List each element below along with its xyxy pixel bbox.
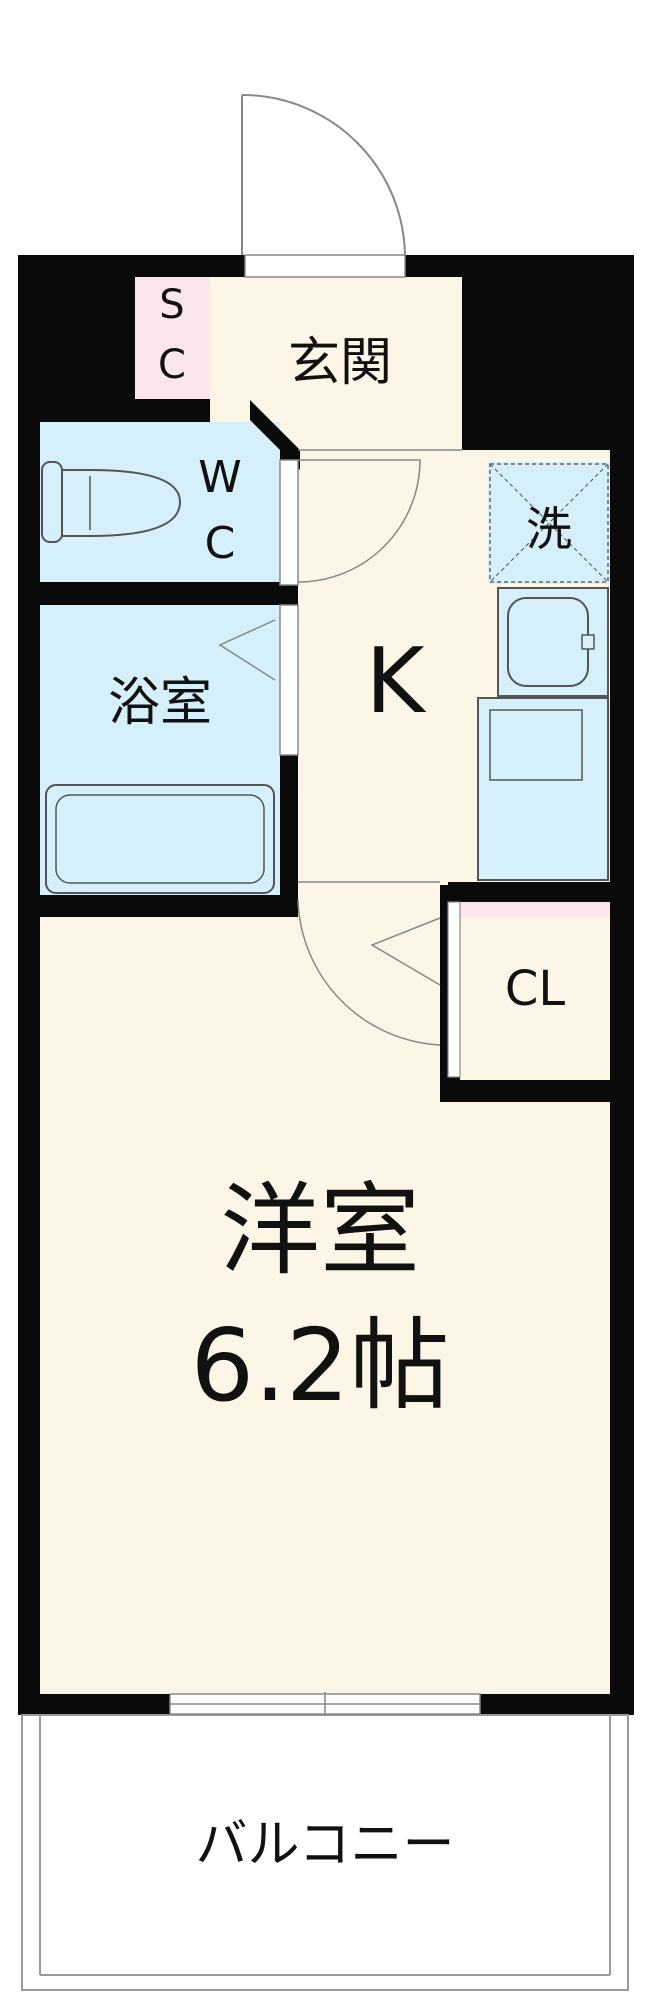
wc-corner-cut [250,400,300,470]
refrigerator-space [477,697,609,881]
bathtub-fixture [45,784,275,894]
room-sc [135,277,210,399]
kitchen-label: K [365,629,426,734]
entrance-opening [244,254,406,278]
balcony-window [169,1692,481,1716]
western-area: 6.2帖 [190,1307,449,1424]
western-label: 洋室 [220,1172,420,1289]
wc-label-top: W [198,452,242,503]
wc-label-bottom: C [205,518,236,569]
closet-label: CL [505,961,566,1017]
bath-door [218,604,299,756]
closet-bottom-wall [440,1080,634,1102]
wc-door [279,459,421,586]
bath-label: 浴室 [108,673,212,733]
room-hall [298,882,448,1082]
sc-label-bottom: C [158,342,186,388]
sc-label-top: S [159,282,184,328]
toilet-fixture [41,461,182,543]
balcony-label: バルコニー [196,1815,455,1875]
entrance-door [241,94,406,259]
laundry-pan [489,463,609,583]
western-door [297,881,441,1046]
entrance-label: 玄関 [288,333,392,393]
laundry-label: 洗 [526,502,572,556]
kitchen-sink [497,587,609,697]
balcony [21,1714,629,1991]
